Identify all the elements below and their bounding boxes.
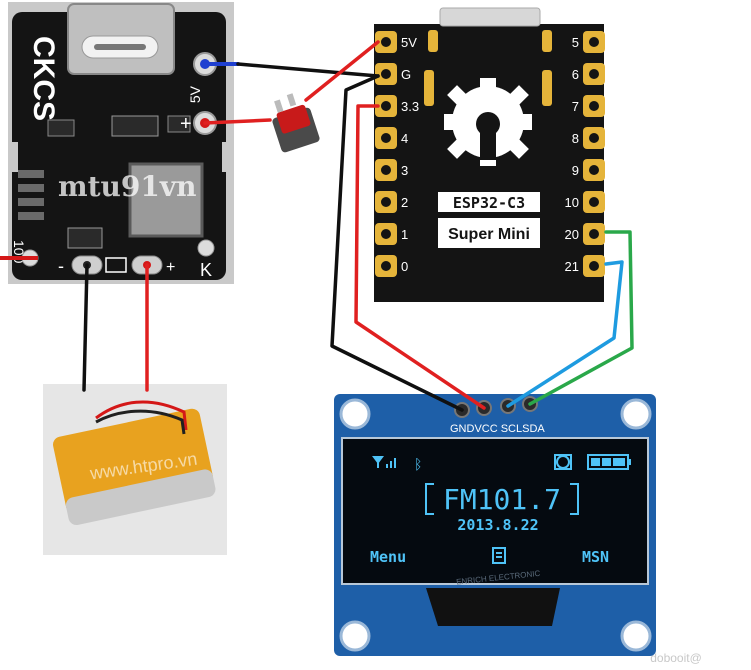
oled-menu-right: MSN <box>582 548 609 566</box>
esp32-right-pin-hole <box>589 133 599 143</box>
rocker-switch <box>272 93 320 153</box>
document-icon <box>492 547 506 564</box>
esp32-right-pin-label: 20 <box>565 227 579 242</box>
esp32-right-pin-hole <box>589 69 599 79</box>
esp32-left-pin-label: 2 <box>401 195 408 210</box>
esp32-left-pin-hole <box>381 133 391 143</box>
signal-icon <box>372 456 396 468</box>
oled-menu-left: Menu <box>370 548 406 566</box>
esp32-left-pin-hole <box>381 37 391 47</box>
esp32-name-label: ESP32-C3 <box>453 194 525 212</box>
bluetooth-icon: ᛒ <box>414 457 422 473</box>
oled-module: GNDVCC SCLSDA ᛒ FM101.7 2013.8.22 Menu <box>334 394 656 656</box>
esp32-right-pin-hole <box>589 197 599 207</box>
lipo-battery: www.htpro.vn <box>43 384 227 555</box>
esp32-right-pin-label: 10 <box>565 195 579 210</box>
oled-frequency: FM101.7 <box>443 483 561 516</box>
charger-plus-bottom-label: + <box>166 259 175 276</box>
charger-brand-label: CKCS <box>27 36 60 121</box>
esp32-right-pin-label: 5 <box>572 35 579 50</box>
esp32-left-pin-hole <box>381 261 391 271</box>
oled-flex-cable <box>426 588 560 626</box>
esp32-left-pin-label: 0 <box>401 259 408 274</box>
esp32-left-pin-hole <box>381 165 391 175</box>
esp32-left-pin-label: G <box>401 67 411 82</box>
footer-watermark: dobooit@ <box>650 651 702 665</box>
esp32-left-pin-hole <box>381 101 391 111</box>
esp32-left-pin-column: 5V G 3.3 4 3 2 1 0 <box>375 31 419 277</box>
usb-c-port <box>67 3 175 75</box>
esp32-right-pin-label: 7 <box>572 99 579 114</box>
esp32-right-pin-label: 8 <box>572 131 579 146</box>
esp32-subtitle-label: Super Mini <box>448 226 530 243</box>
esp32-left-pin-label: 5V <box>401 35 417 50</box>
esp32-left-pin-hole <box>381 69 391 79</box>
esp32-right-pin-column: 5 6 7 8 9 10 20 21 <box>565 31 605 277</box>
esp32-right-pin-hole <box>589 261 599 271</box>
esp32-left-pin-hole <box>381 229 391 239</box>
esp32-left-pin-label: 3.3 <box>401 99 419 114</box>
alarm-icon <box>554 454 572 470</box>
esp32-right-pin-hole <box>589 37 599 47</box>
esp32-right-pin-label: 21 <box>565 259 579 274</box>
oled-date: 2013.8.22 <box>457 516 538 534</box>
esp32-left-pin-hole <box>381 197 391 207</box>
charger-5v-label: 5V <box>187 85 203 103</box>
esp32-right-pin-hole <box>589 165 599 175</box>
esp32-right-pin-hole <box>589 229 599 239</box>
wires <box>82 40 634 412</box>
gear-logo-icon <box>444 78 532 166</box>
esp32-right-pin-hole <box>589 101 599 111</box>
oled-pin-labels: GNDVCC SCLSDA <box>450 423 545 435</box>
charger-k-label: K <box>200 260 212 280</box>
charger-watermark: mtu91vn <box>58 170 197 203</box>
charger-k-pad <box>197 239 215 257</box>
battery-icon <box>587 454 631 470</box>
charger-plus-label: + <box>180 113 192 135</box>
esp32-left-pin-label: 1 <box>401 227 408 242</box>
esp32-left-pin-label: 4 <box>401 131 408 146</box>
charger-module: CKCS mtu91vn 100 5V + K - + <box>8 2 234 284</box>
esp32-right-pin-label: 9 <box>572 163 579 178</box>
esp32-left-pin-label: 3 <box>401 163 408 178</box>
esp32-right-pin-label: 6 <box>572 67 579 82</box>
charger-minus-label: - <box>58 256 64 276</box>
